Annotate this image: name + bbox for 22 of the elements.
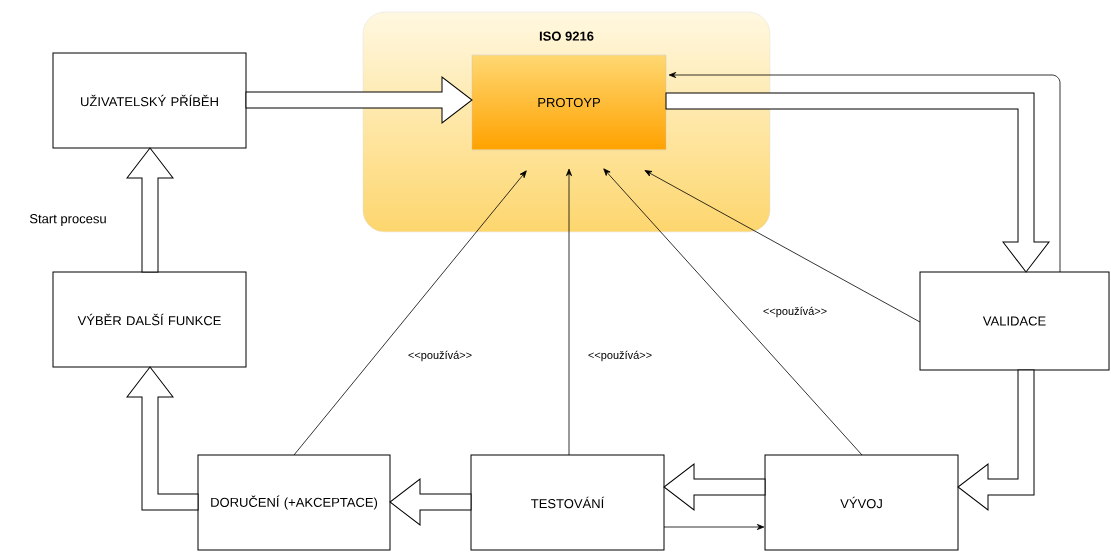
hollow-arrow [389,478,472,526]
hollow-arrow [663,463,766,511]
edge-label: Start procesu [29,214,106,226]
process-box: VÝVOJ [764,454,959,551]
arrow [566,168,572,456]
process-box: TESTOVÁNÍ [470,454,665,551]
hollow-arrow [957,369,1035,511]
hollow-arrow [245,76,473,124]
process-box: VÝBĚR DALŠÍ FUNKCE [52,271,247,368]
process-box: VALIDACE [919,271,1110,371]
hollow-arrow [126,147,174,273]
process-box: DORUČENÍ (+AKCEPTACE) [197,454,391,551]
edge-label: <<používá>> [763,306,827,318]
hollow-arrow [126,366,199,511]
edge-label: <<používá>> [588,350,652,362]
arrow [663,524,765,530]
process-box: PROTOYP [471,54,667,151]
arrow [644,170,921,323]
arrow [603,168,863,456]
arrow [293,170,527,456]
edge-label: <<používá>> [408,350,472,362]
process-box: UŽIVATELSKÝ PŘÍBĚH [52,52,247,149]
